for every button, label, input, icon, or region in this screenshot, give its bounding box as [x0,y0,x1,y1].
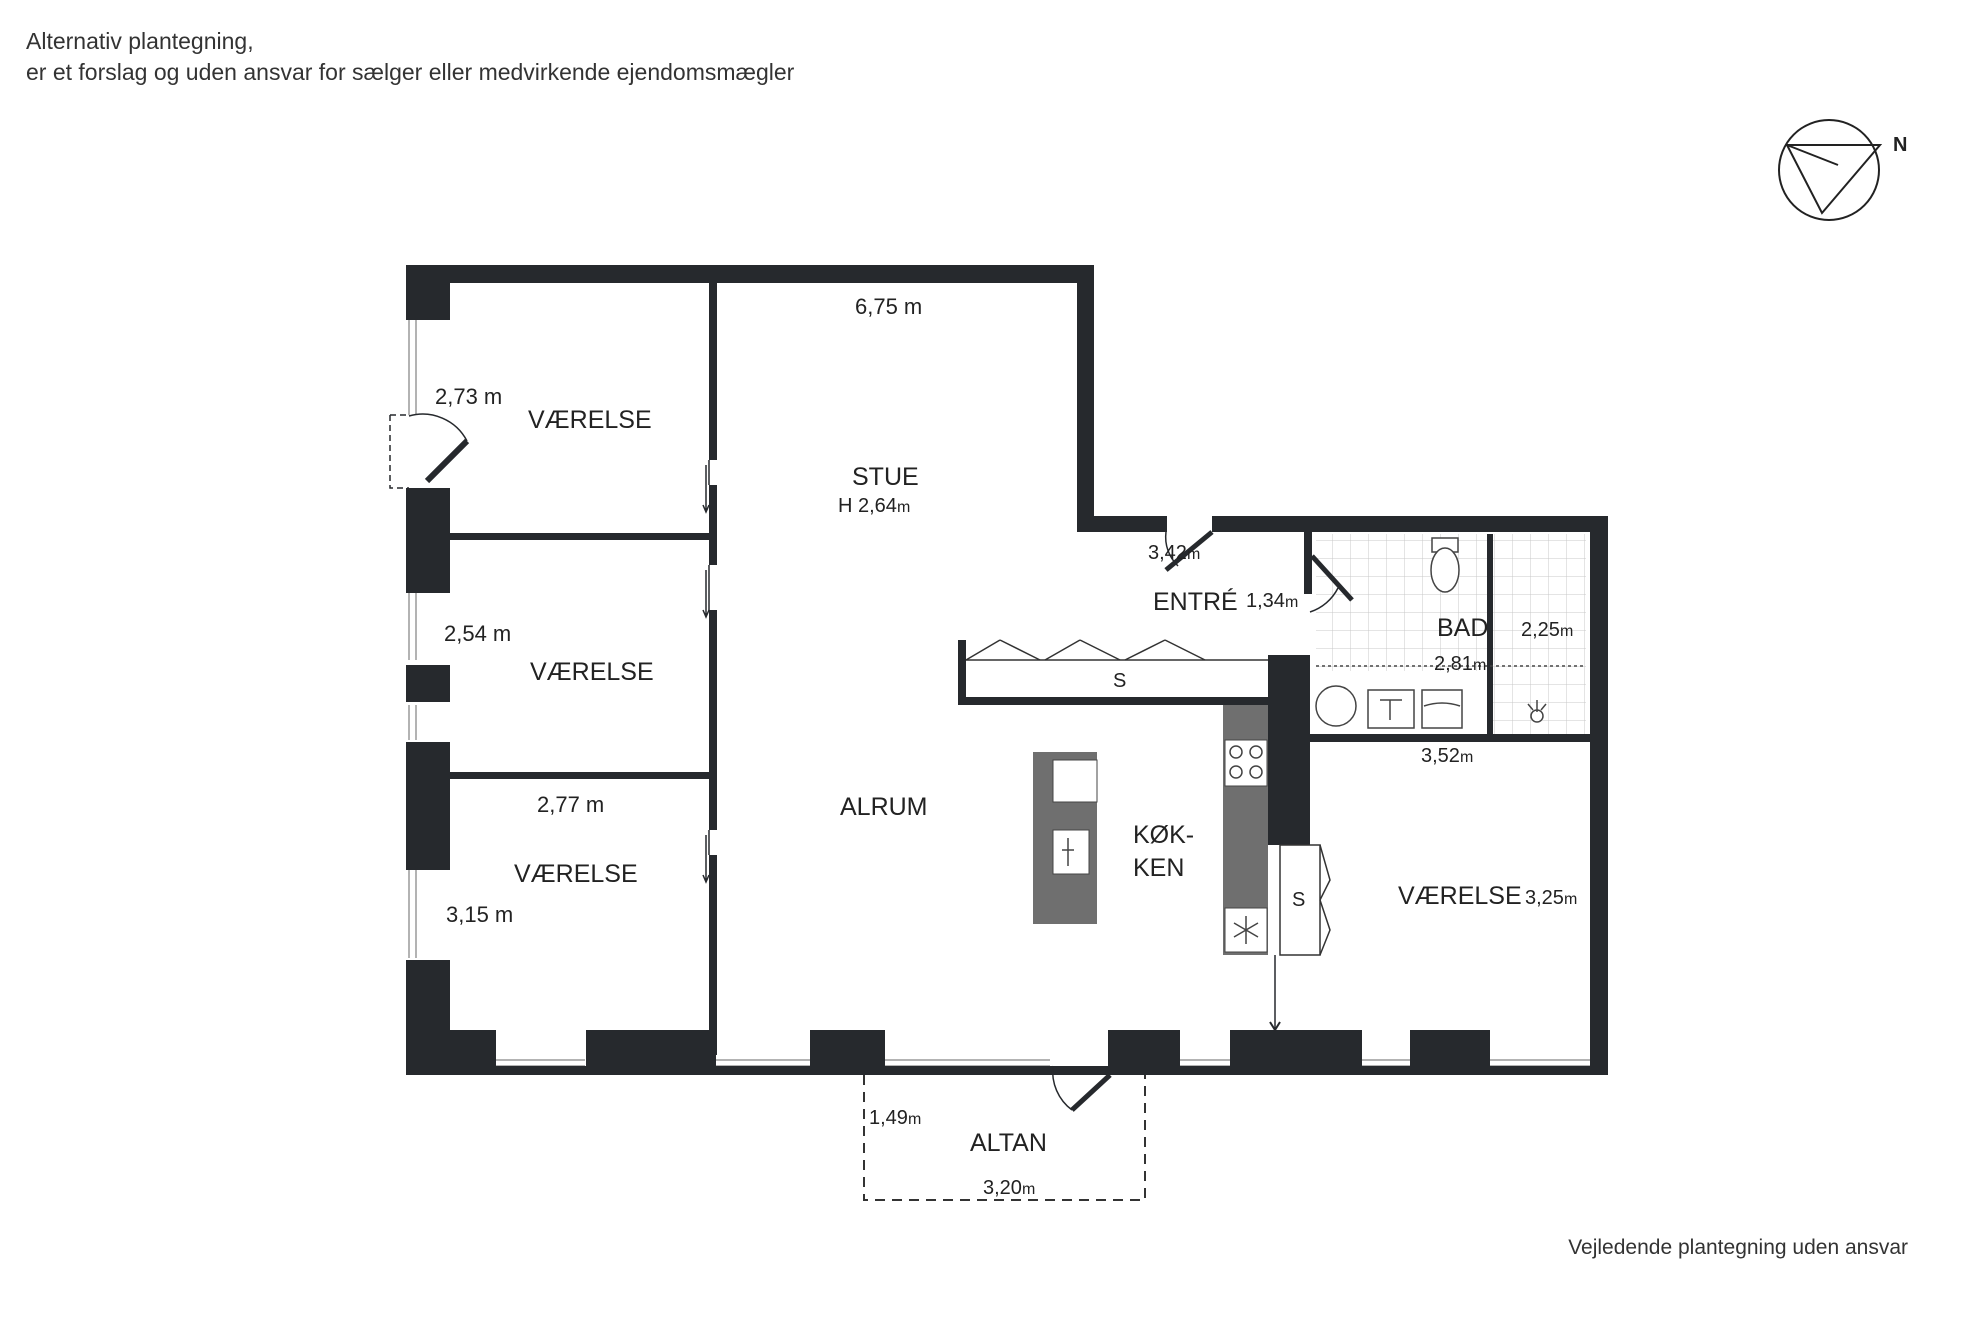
entre-dimension-b: 1,34m [1246,590,1298,612]
altan-dimension-a: 1,49m [869,1107,921,1129]
vaerelse-4-dimension-b: 3,52m [1421,745,1473,767]
disclaimer: Alternativ plantegning, er et forslag og… [26,26,794,88]
alrum-label: ALRUM [840,793,928,821]
vaerelse-4-label: VÆRELSE [1398,882,1522,910]
vaerelse-1-dimension: 2,73 m [435,384,502,409]
kitchen-island [1033,752,1098,924]
doors [389,413,1354,1112]
kitchen-counter [1223,705,1268,955]
bad-dimension-b: 2,81m [1434,653,1486,675]
bedroom-storage [1279,844,1331,956]
bad-dimension-a: 2,25m [1521,619,1573,641]
disclaimer-line-2: er et forslag og uden ansvar for sælger … [26,59,795,85]
stue-width: 6,75 m [855,294,922,319]
stue-label: STUE [852,463,919,491]
north-arrow-icon: N [1778,119,1907,221]
altan-label: ALTAN [970,1129,1047,1157]
north-label: N [1893,134,1907,156]
kokken-label-line-2: KEN [1133,854,1184,882]
bedroom-storage-label: S [1292,889,1305,911]
walls [406,265,1608,1075]
wardrobe [965,639,1268,661]
vaerelse-2-label: VÆRELSE [530,658,654,686]
vaerelse-4-dimension-a: 3,25m [1525,887,1577,909]
disclaimer-line-1: Alternativ plantegning, [26,28,254,54]
bathroom-fixtures [1315,537,1586,729]
freezer-icon [1233,916,1259,944]
entre-dimension-a: 3,42m [1148,542,1200,564]
kokken-label-line-1: KØK- [1133,821,1194,849]
footer-note: Vejledende plantegning uden ansvar [1568,1236,1908,1259]
vaerelse-3-dimension-a: 2,77 m [537,792,604,817]
bad-label: BAD [1437,614,1488,642]
stue-height: H 2,64m [838,495,910,517]
balcony-outline [863,1075,1146,1201]
vaerelse-3-label: VÆRELSE [514,860,638,888]
vaerelse-1-label: VÆRELSE [528,406,652,434]
entre-label: ENTRÉ [1153,587,1238,616]
vaerelse-3-dimension-b: 3,15 m [446,902,513,927]
vaerelse-2-dimension: 2,54 m [444,621,511,646]
altan-dimension-b: 3,20m [983,1177,1035,1199]
wardrobe-storage-label: S [1113,670,1126,692]
